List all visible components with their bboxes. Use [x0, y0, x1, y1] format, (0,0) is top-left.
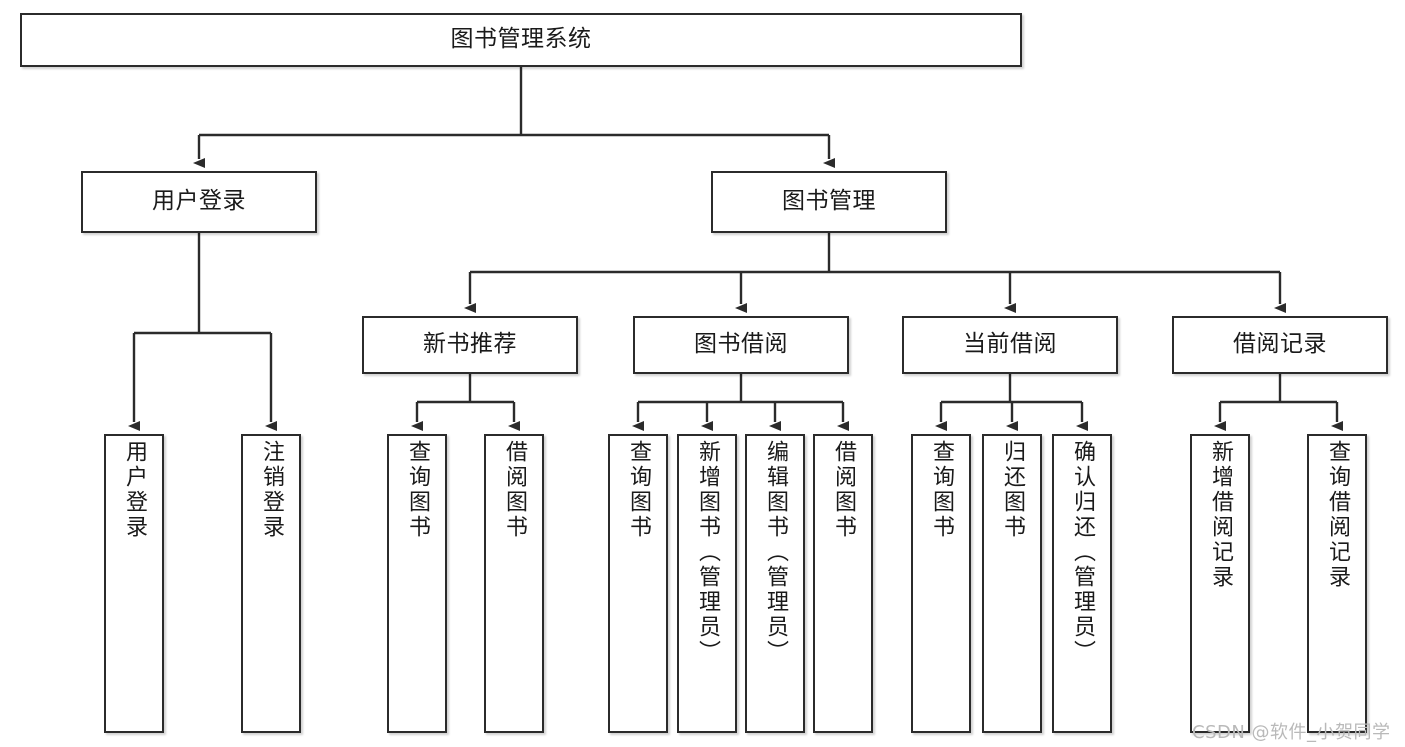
node-leaf-cb-confirm[interactable]: 确认归还（管理员）: [1052, 434, 1112, 733]
node-label-new-book-rec: 新书推荐: [423, 331, 517, 358]
node-label-leaf-bb-borrow: 借阅图书: [831, 440, 856, 540]
node-leaf-br-add[interactable]: 新增借阅记录: [1190, 434, 1250, 733]
node-new-book-rec[interactable]: 新书推荐: [362, 316, 578, 374]
node-book-manage[interactable]: 图书管理: [711, 171, 947, 233]
node-leaf-rec-query[interactable]: 查询图书: [387, 434, 447, 733]
node-label-book-manage: 图书管理: [782, 188, 876, 215]
node-label-leaf-cb-return: 归还图书: [1000, 440, 1025, 540]
node-leaf-bb-borrow[interactable]: 借阅图书: [813, 434, 873, 733]
node-book-borrow[interactable]: 图书借阅: [633, 316, 849, 374]
node-leaf-rec-borrow[interactable]: 借阅图书: [484, 434, 544, 733]
node-label-leaf-bb-edit: 编辑图书（管理员）: [763, 440, 788, 665]
node-label-root: 图书管理系统: [450, 26, 592, 53]
node-label-user-login: 用户登录: [152, 188, 246, 215]
node-label-leaf-rec-borrow: 借阅图书: [502, 440, 527, 540]
node-label-leaf-rec-query: 查询图书: [405, 440, 430, 540]
node-leaf-bb-add[interactable]: 新增图书（管理员）: [677, 434, 737, 733]
node-current-borrow[interactable]: 当前借阅: [902, 316, 1118, 374]
node-label-current-borrow: 当前借阅: [963, 331, 1057, 358]
node-label-borrow-record: 借阅记录: [1233, 331, 1327, 358]
node-leaf-bb-edit[interactable]: 编辑图书（管理员）: [745, 434, 805, 733]
node-leaf-cb-query[interactable]: 查询图书: [911, 434, 971, 733]
node-user-login[interactable]: 用户登录: [81, 171, 317, 233]
csdn-watermark: CSDN @软件_小贺同学: [1192, 722, 1391, 743]
node-borrow-record[interactable]: 借阅记录: [1172, 316, 1388, 374]
node-leaf-bb-query[interactable]: 查询图书: [608, 434, 668, 733]
node-label-book-borrow: 图书借阅: [694, 331, 788, 358]
node-leaf-user-logout[interactable]: 注销登录: [241, 434, 301, 733]
node-leaf-cb-return[interactable]: 归还图书: [982, 434, 1042, 733]
node-root[interactable]: 图书管理系统: [20, 13, 1022, 67]
node-label-leaf-user-login: 用户登录: [122, 440, 147, 540]
node-leaf-br-query[interactable]: 查询借阅记录: [1307, 434, 1367, 733]
node-label-leaf-cb-confirm: 确认归还（管理员）: [1070, 440, 1095, 665]
node-label-leaf-cb-query: 查询图书: [929, 440, 954, 540]
node-label-leaf-br-add: 新增借阅记录: [1208, 440, 1233, 590]
node-label-leaf-bb-add: 新增图书（管理员）: [695, 440, 720, 665]
node-label-leaf-br-query: 查询借阅记录: [1325, 440, 1350, 590]
node-label-leaf-user-logout: 注销登录: [259, 440, 284, 540]
node-label-leaf-bb-query: 查询图书: [626, 440, 651, 540]
node-leaf-user-login[interactable]: 用户登录: [104, 434, 164, 733]
